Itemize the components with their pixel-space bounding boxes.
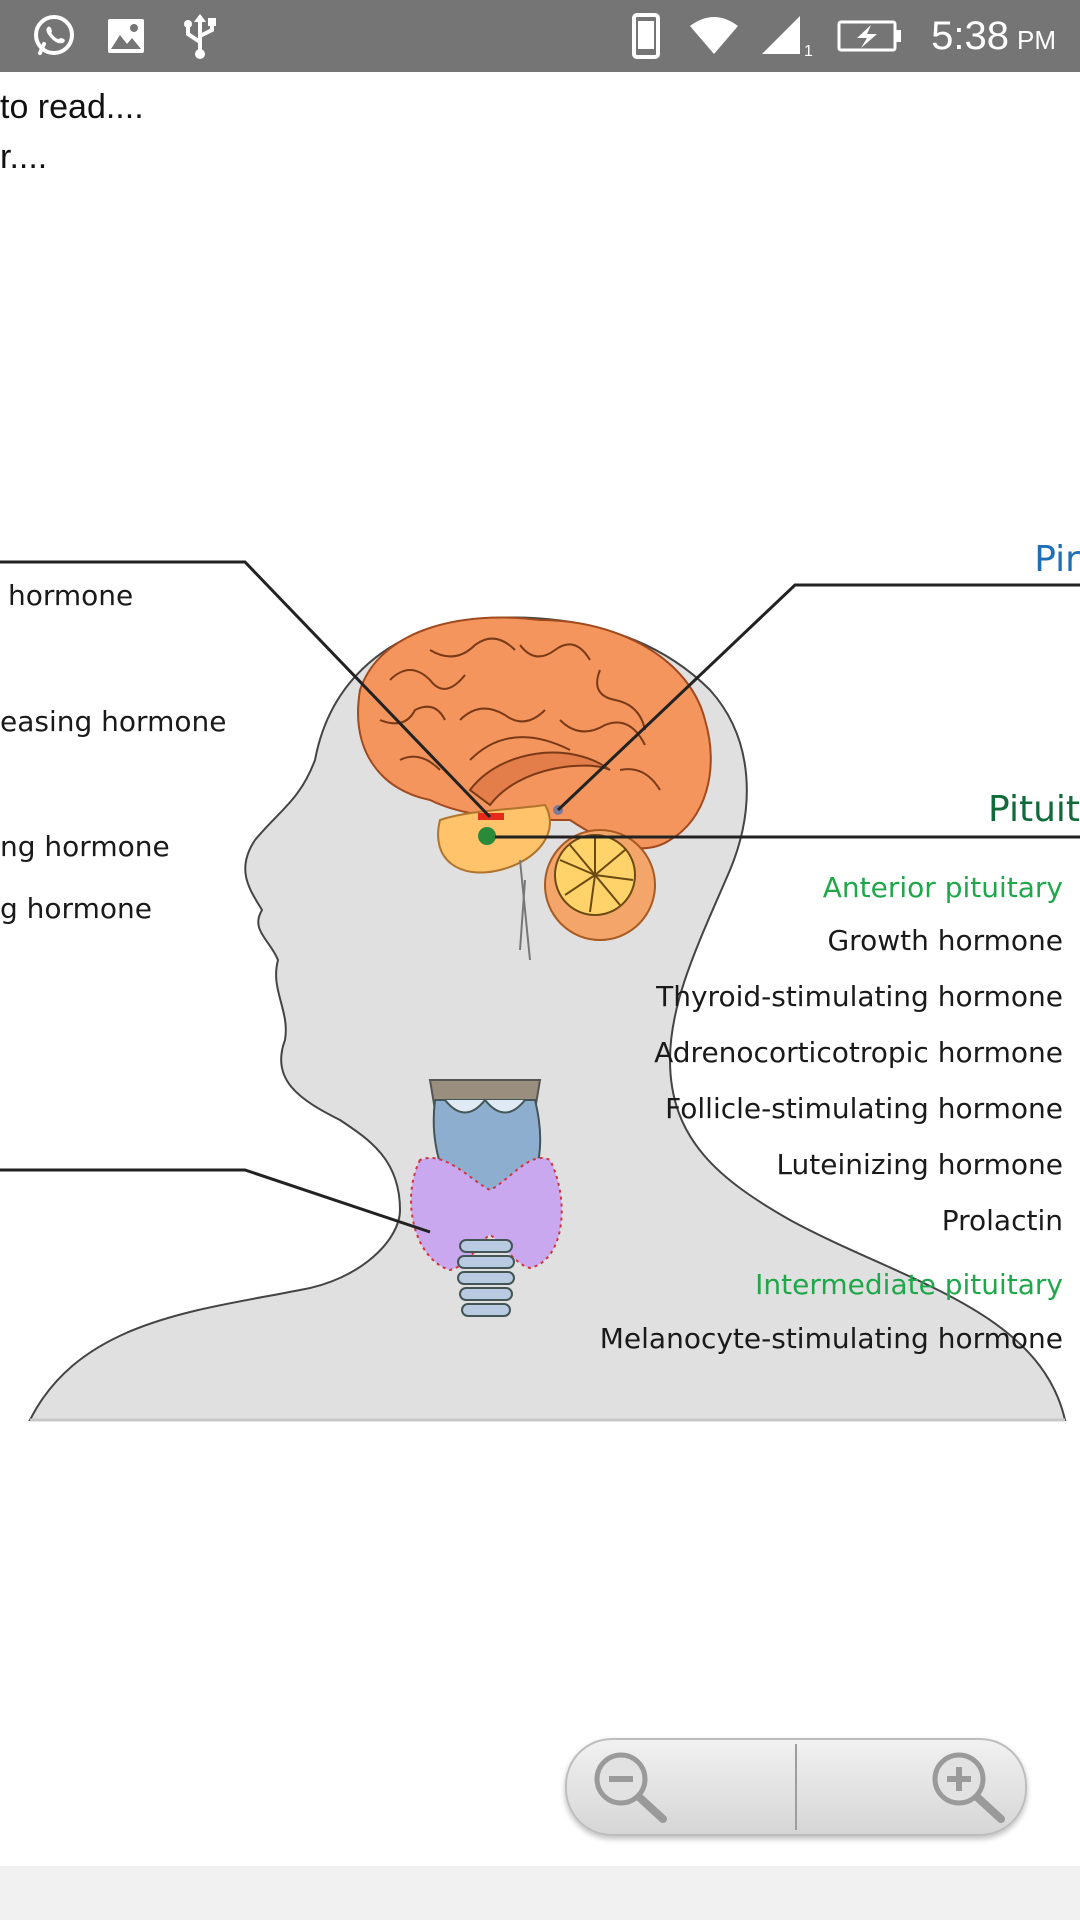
zoom-in-icon <box>925 1747 1011 1827</box>
cerebellum <box>545 830 655 940</box>
trachea <box>458 1240 514 1316</box>
left-label-4: g hormone <box>0 895 152 923</box>
gallery-icon <box>104 0 148 72</box>
pituitary-label: Pituit <box>988 792 1080 828</box>
left-label-1: hormone <box>8 582 133 610</box>
text-line-2: r.... <box>0 138 47 177</box>
phone-icon <box>628 0 664 72</box>
battery-charging-icon <box>836 0 904 72</box>
zoom-controls <box>565 1738 1027 1836</box>
zoom-out-icon <box>587 1747 673 1827</box>
endocrine-diagram[interactable]: hormone easing hormone ng hormone g horm… <box>0 520 1080 1430</box>
clock-time: 5:38 <box>931 14 1009 59</box>
signal-icon: 1 <box>758 0 818 72</box>
hormone-item: Growth hormone <box>827 927 1063 955</box>
text-line-1: to read.... <box>0 88 144 127</box>
left-label-2: easing hormone <box>0 708 226 736</box>
bottom-bar <box>0 1866 1080 1920</box>
hormone-item: Melanocyte-stimulating hormone <box>600 1325 1063 1353</box>
zoom-in-button[interactable] <box>797 1740 1025 1834</box>
pineal-label: Pir <box>1034 542 1080 578</box>
clock-ampm: PM <box>1017 25 1056 56</box>
hormone-item: Follicle-stimulating hormone <box>665 1095 1063 1123</box>
intermediate-pituitary-heading: Intermediate pituitary <box>755 1271 1063 1299</box>
zoom-out-button[interactable] <box>567 1740 795 1834</box>
hypothalamus-marker <box>478 813 504 820</box>
hormone-item: Adrenocorticotropic hormone <box>654 1039 1063 1067</box>
anterior-pituitary-heading: Anterior pituitary <box>823 874 1063 902</box>
status-bar: 1 5:38 PM <box>0 0 1080 72</box>
hormone-item: Prolactin <box>942 1207 1063 1235</box>
pituitary-marker <box>478 827 496 845</box>
usb-icon <box>178 0 222 72</box>
clock: 5:38 PM <box>931 0 1056 72</box>
wifi-icon <box>686 0 742 72</box>
hormone-item: Luteinizing hormone <box>776 1151 1063 1179</box>
left-label-3: ng hormone <box>0 833 170 861</box>
whatsapp-icon <box>28 0 80 72</box>
signal-sub: 1 <box>804 43 813 58</box>
hormone-item: Thyroid-stimulating hormone <box>656 983 1063 1011</box>
